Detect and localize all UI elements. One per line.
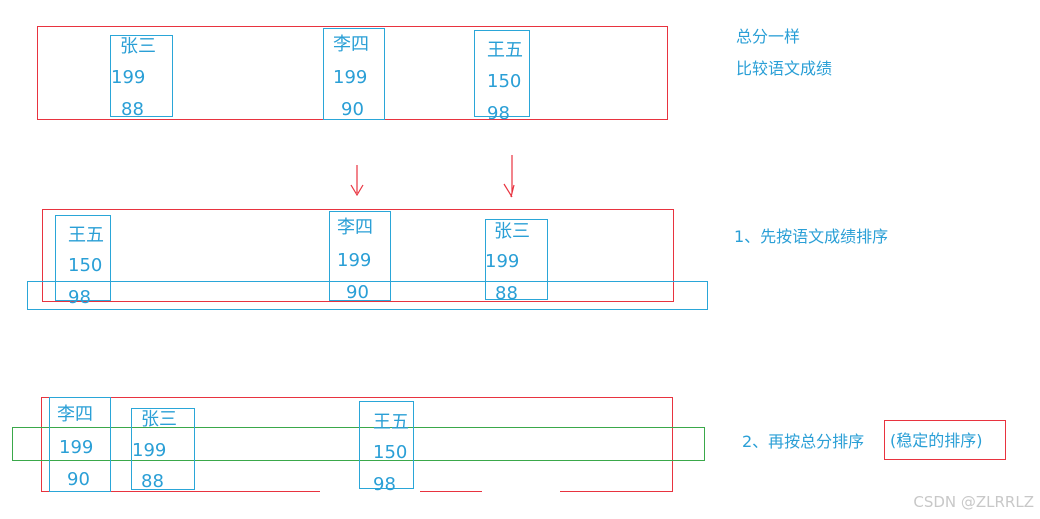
- row2-card-lisi: [329, 211, 391, 301]
- row3-card3-total: 150: [373, 442, 408, 463]
- row3-card1-chinese: 90: [67, 469, 90, 490]
- row2-chinese-score-group-box: [27, 281, 708, 310]
- row1-card3-total: 150: [487, 71, 522, 92]
- row3-card2-chinese: 88: [141, 471, 164, 492]
- row3-card2-name: 张三: [141, 409, 177, 430]
- row2-card-wangwu: [55, 215, 111, 301]
- row1-card-zhangsan: [110, 35, 173, 117]
- row2-card1-total: 150: [68, 255, 103, 276]
- arrow-down-icon: [350, 165, 364, 197]
- row2-card3-name: 张三: [494, 221, 530, 242]
- note-same-total: 总分一样: [736, 27, 801, 46]
- row3-box-gap: [482, 490, 560, 494]
- watermark: CSDN @ZLRRLZ: [913, 493, 1034, 511]
- row2-card1-chinese: 98: [68, 287, 91, 308]
- row3-card3-chinese: 98: [373, 474, 396, 495]
- row2-card2-name: 李四: [337, 217, 373, 238]
- row2-outer-box: [42, 209, 674, 302]
- row1-card2-chinese: 90: [341, 99, 364, 120]
- arrow-down-icon: [503, 155, 515, 198]
- row3-card-wangwu: [359, 401, 414, 489]
- row3-card-zhangsan: [131, 408, 195, 490]
- row1-card2-total: 199: [333, 67, 368, 88]
- row1-card1-chinese: 88: [121, 99, 144, 120]
- row1-card-lisi: [323, 28, 385, 120]
- row3-card1-name: 李四: [57, 404, 93, 425]
- note-step1: 1、先按语文成绩排序: [734, 227, 889, 246]
- row1-card-wangwu: [474, 30, 530, 117]
- row3-card-lisi: [49, 397, 111, 492]
- row3-card3-name: 王五: [373, 412, 409, 433]
- row1-card3-name: 王五: [487, 40, 523, 61]
- row2-card3-total: 199: [485, 251, 520, 272]
- row2-card2-total: 199: [337, 250, 372, 271]
- row1-card3-chinese: 98: [487, 103, 510, 124]
- note-stable-sort: (稳定的排序): [890, 431, 983, 450]
- row3-total-score-group-box: [12, 427, 705, 461]
- row2-card2-chinese: 90: [346, 282, 369, 303]
- row1-card1-total: 199: [111, 67, 146, 88]
- row3-box-gap: [320, 490, 420, 494]
- row2-card-zhangsan: [485, 219, 548, 300]
- stable-sort-tag-box: [884, 420, 1006, 460]
- row1-card1-name: 张三: [120, 36, 156, 57]
- note-compare-chinese: 比较语文成绩: [736, 59, 833, 78]
- row3-card1-total: 199: [59, 437, 94, 458]
- row3-card2-total: 199: [132, 440, 167, 461]
- note-step2: 2、再按总分排序: [742, 432, 865, 451]
- row2-card3-chinese: 88: [495, 283, 518, 304]
- row1-card2-name: 李四: [333, 34, 369, 55]
- row2-card1-name: 王五: [68, 225, 104, 246]
